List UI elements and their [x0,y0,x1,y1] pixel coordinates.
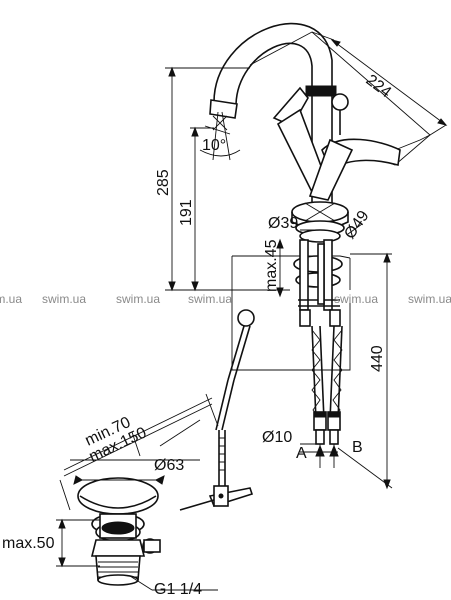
watermark-text: swim.ua [408,292,451,306]
hose-length-label: 440 [369,345,386,372]
hose-diameter-label: Ø10 [262,429,292,446]
spout-ring [305,85,337,97]
height-spout-label: 191 [178,199,195,226]
angle-dimension: 10° [199,111,241,161]
watermark-text: swim.ua [116,292,160,306]
hose-diameter-dimension: Ø10 A B [262,429,363,468]
plug-diameter-label: Ø63 [154,457,184,474]
port-b-label: B [352,439,363,456]
angle-label: 10° [202,137,226,154]
thickness-dimension: max.45 [263,238,284,298]
height-total-label: 285 [155,169,172,196]
watermark-band: swim.ua swim.ua swim.ua swim.ua swim.ua … [0,292,451,306]
popup-plug: Ø63 [70,419,201,586]
braided-hoses [311,325,343,445]
max-thickness-label: max.45 [263,239,280,292]
hole-diameter-dimension: Ø39 [268,215,320,232]
height-dimensions: 285 191 [155,66,290,292]
max-depth-label: max.50 [2,535,55,552]
watermark-text: swim.ua [0,292,22,306]
watermark-text: swim.ua [42,292,86,306]
faucet-base [291,201,349,243]
watermark-text: swim.ua [188,292,232,306]
counter-plane [231,255,351,371]
port-a-label: A [296,445,307,462]
mounting-nut [293,239,343,327]
max-depth-dimension: max.50 [2,518,100,568]
hose-length-dimension: 440 [337,252,393,490]
right-handle [308,93,401,201]
thread-callout: G1 1/4 [129,575,218,598]
depth-label: 224 [363,72,395,102]
pull-rod [179,309,255,511]
spout [209,22,337,210]
hole-diameter-label: Ø39 [268,215,298,232]
watermark-text: swim.ua [334,292,378,306]
thread-label: G1 1/4 [154,581,202,598]
